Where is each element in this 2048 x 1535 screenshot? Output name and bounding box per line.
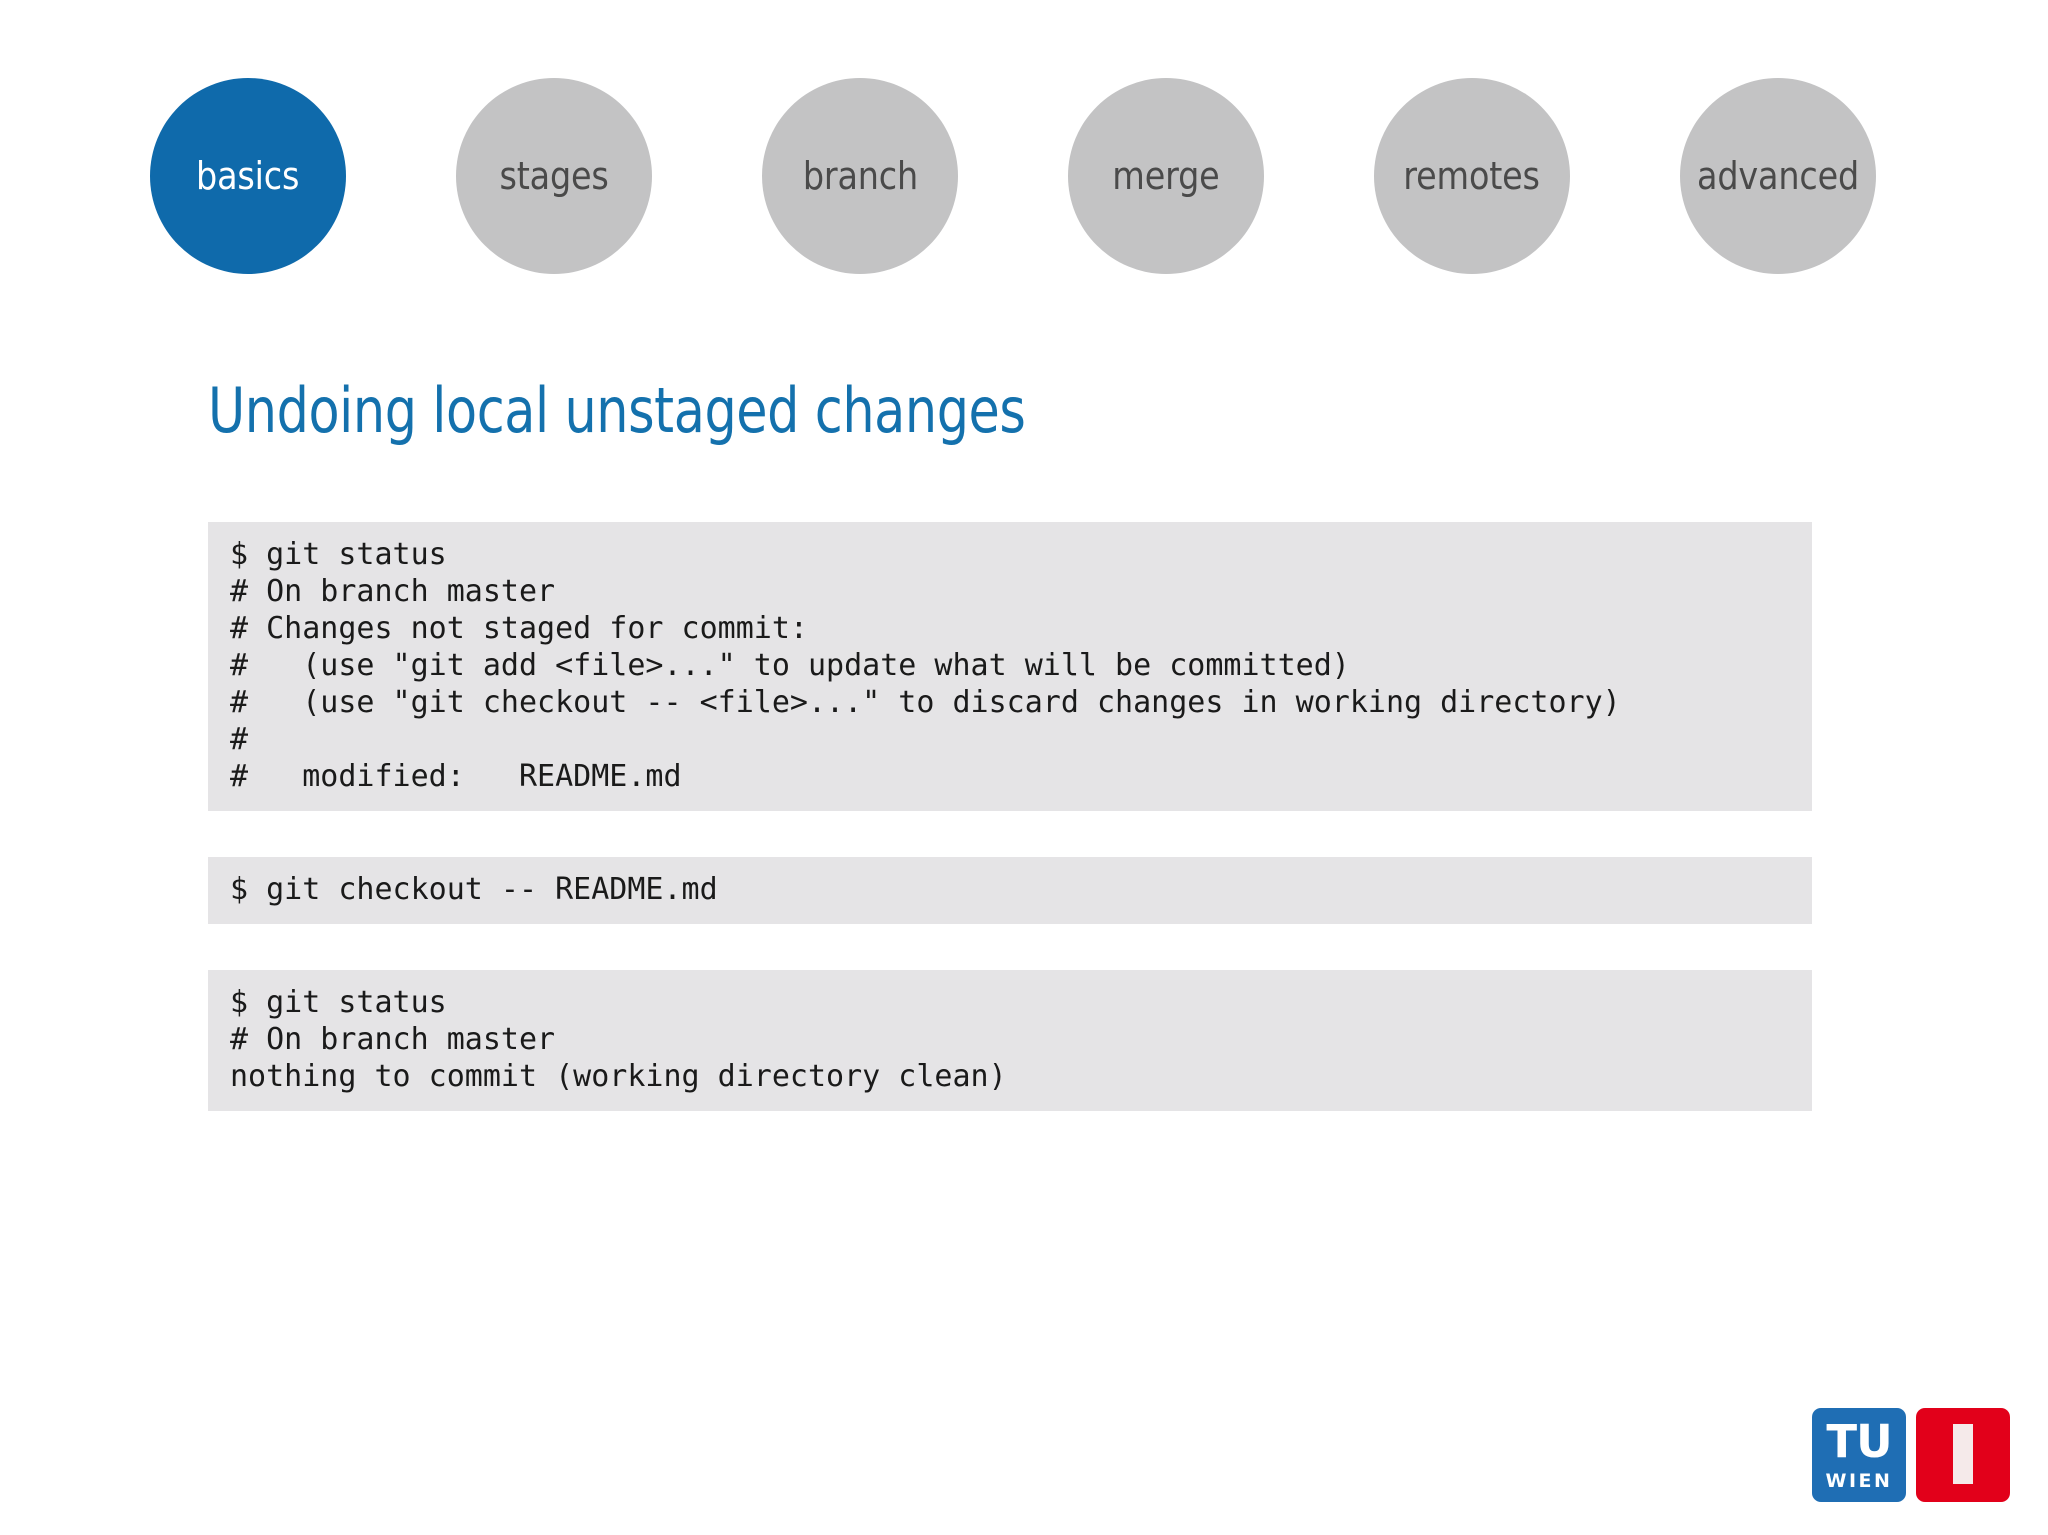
- nav-circle-stages[interactable]: stages: [456, 78, 652, 274]
- nav-circle-label: remotes: [1403, 154, 1541, 198]
- code-line: # On branch master: [230, 574, 556, 609]
- nav-circle-label: advanced: [1697, 154, 1859, 198]
- nav-circle-basics[interactable]: basics: [150, 78, 346, 274]
- code-block-list: $ git status# On branch master# Changes …: [208, 522, 1812, 1157]
- nav-circle-advanced[interactable]: advanced: [1680, 78, 1876, 274]
- page-title: Undoing local unstaged changes: [208, 374, 1026, 447]
- tu-logo-wien: WIEN: [1825, 1470, 1893, 1492]
- code-line: $ git status: [230, 985, 447, 1020]
- exclamation-dot: [1953, 1465, 1973, 1484]
- code-line: nothing to commit (working directory cle…: [230, 1059, 1007, 1094]
- nav-circle-bar: basics stages branch merge remotes advanced: [150, 78, 1876, 274]
- nav-circle-label: stages: [499, 154, 609, 198]
- nav-circle-branch[interactable]: branch: [762, 78, 958, 274]
- exclamation-bar: [1953, 1424, 1973, 1466]
- code-line: $ git checkout -- README.md: [230, 872, 718, 907]
- code-line: # modified: README.md: [230, 759, 682, 794]
- tu-logo-letters: TU: [1826, 1415, 1892, 1468]
- nav-circle-remotes[interactable]: remotes: [1374, 78, 1570, 274]
- code-block-git-checkout: $ git checkout -- README.md: [208, 857, 1812, 924]
- code-line: # Changes not staged for commit:: [230, 611, 808, 646]
- tu-wien-logo: TU WIEN: [1812, 1408, 2010, 1502]
- nav-circle-label: branch: [802, 154, 918, 198]
- code-line: # (use "git checkout -- <file>..." to di…: [230, 685, 1621, 720]
- code-line: # On branch master: [230, 1022, 556, 1057]
- nav-circle-label: merge: [1112, 154, 1220, 198]
- code-line: #: [230, 722, 249, 757]
- code-block-git-status-modified: $ git status# On branch master# Changes …: [208, 522, 1812, 811]
- tu-logo-mark: TU WIEN: [1812, 1408, 1906, 1502]
- nav-circle-label: basics: [196, 154, 300, 198]
- exclamation-icon: [1916, 1408, 2010, 1502]
- nav-circle-merge[interactable]: merge: [1068, 78, 1264, 274]
- code-line: $ git status: [230, 537, 447, 572]
- code-line: # (use "git add <file>..." to update wha…: [230, 648, 1350, 683]
